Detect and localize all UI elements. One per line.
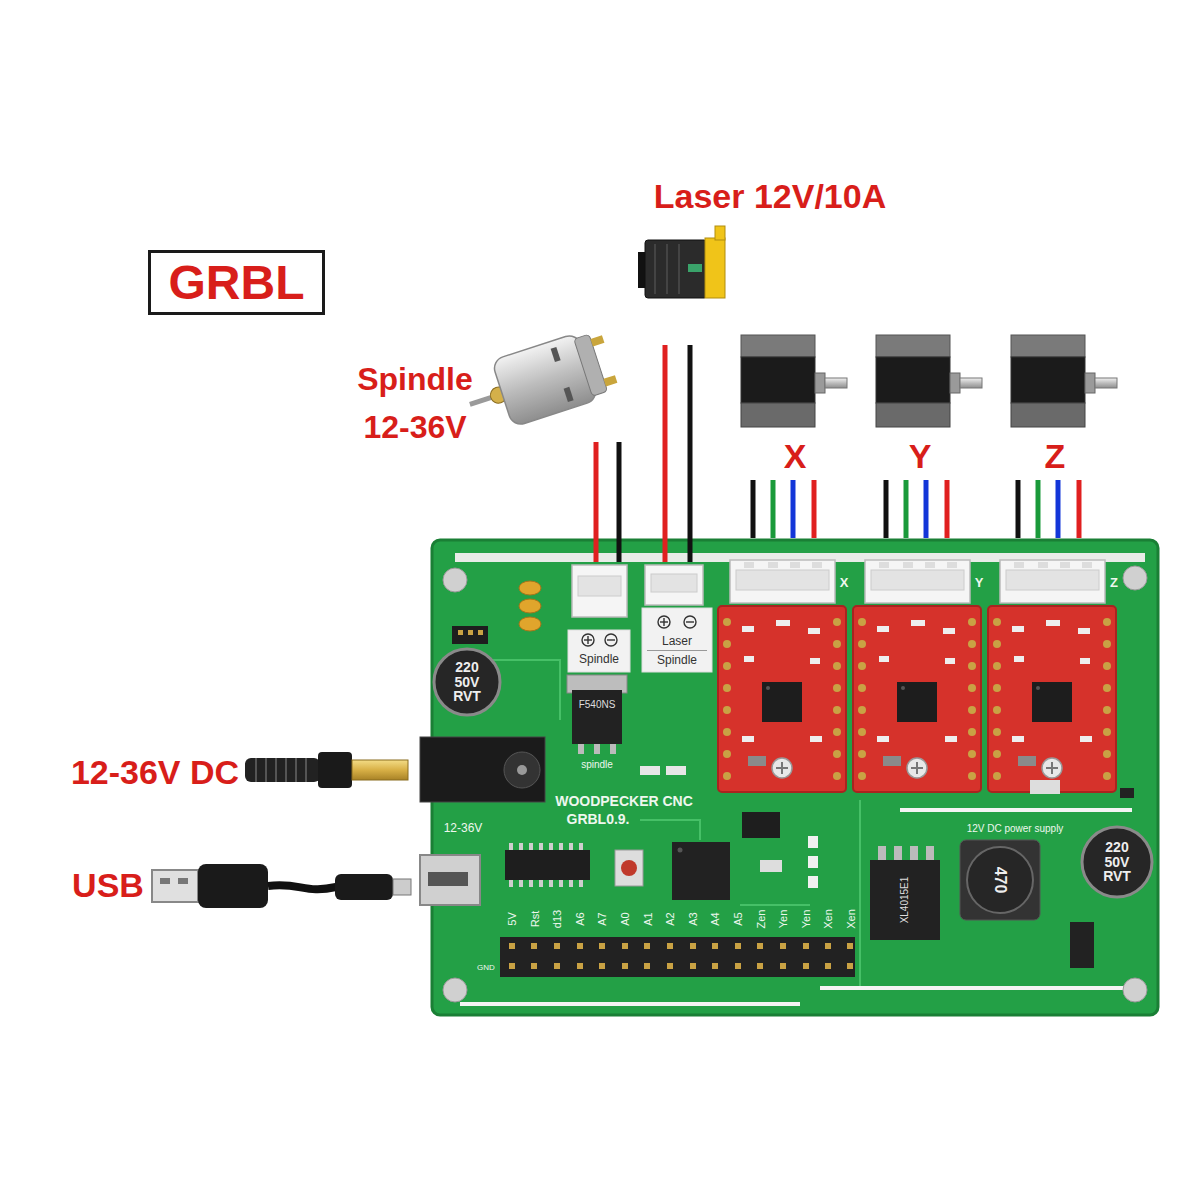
two-pin-connectors bbox=[568, 565, 712, 672]
pin-label: Yen bbox=[777, 910, 790, 929]
capacitor-marking: 220 50V RVT bbox=[1095, 840, 1139, 884]
title-text: GRBL bbox=[169, 259, 305, 307]
pin-label: A3 bbox=[686, 912, 699, 925]
dc-dc-converter bbox=[870, 780, 1152, 968]
connector-label: Laser bbox=[662, 635, 692, 649]
mosfet bbox=[567, 675, 686, 775]
inductor-marking: 470 bbox=[991, 867, 1009, 894]
mosfet-marking: F540NS bbox=[579, 699, 616, 711]
pin-label: A2 bbox=[664, 912, 677, 925]
pin-label: A4 bbox=[709, 912, 722, 925]
pin-label: A7 bbox=[596, 912, 609, 925]
pin-label: A6 bbox=[573, 912, 586, 925]
logic-parts bbox=[420, 812, 855, 977]
axis-callout: Z bbox=[1045, 437, 1066, 476]
pin-label: Xen bbox=[845, 909, 858, 929]
board-marking: 12-36V bbox=[444, 822, 483, 836]
connector-axis-mark: X bbox=[840, 576, 849, 591]
pin-label: GND bbox=[477, 963, 495, 972]
firmware-version: GRBL0.9. bbox=[566, 811, 629, 827]
dc-plug bbox=[245, 752, 408, 788]
pin-label: 5V bbox=[506, 912, 519, 925]
wires bbox=[596, 345, 1079, 562]
pin-label: Yen bbox=[799, 910, 812, 929]
usb-callout: USB bbox=[72, 866, 144, 905]
pin-label: A0 bbox=[619, 912, 632, 925]
board-marking: spindle bbox=[581, 759, 613, 771]
power-input-parts bbox=[420, 581, 545, 802]
usb-cable bbox=[152, 864, 411, 908]
connector-axis-mark: Z bbox=[1110, 576, 1118, 591]
laser-module bbox=[638, 226, 725, 298]
pin-label: Zen bbox=[754, 910, 767, 929]
board-title: WOODPECKER CNC bbox=[555, 793, 693, 809]
title-box: GRBL bbox=[148, 250, 325, 315]
axis-callout: Y bbox=[909, 437, 932, 476]
power-callout: 12-36V DC bbox=[70, 745, 240, 799]
pin-label: Rst bbox=[528, 911, 541, 928]
connector-axis-mark: Y bbox=[975, 576, 984, 591]
spindle-callout: Spindle 12-36V bbox=[330, 355, 500, 451]
stepper-drivers bbox=[718, 560, 1116, 792]
pin-label: A1 bbox=[641, 912, 654, 925]
stepper-motors bbox=[741, 335, 1117, 427]
chip-marking: XL4015E1 bbox=[899, 877, 911, 924]
pin-label: Xen bbox=[822, 909, 835, 929]
spindle-motor bbox=[459, 326, 620, 438]
pin-label: d13 bbox=[551, 910, 564, 928]
connector-label: Spindle bbox=[579, 653, 619, 667]
pin-label: A5 bbox=[732, 912, 745, 925]
laser-callout: Laser 12V/10A bbox=[654, 177, 887, 216]
board-marking: 12V DC power supply bbox=[967, 823, 1064, 835]
connector-label: Spindle bbox=[657, 654, 697, 668]
axis-callout: X bbox=[784, 437, 807, 476]
capacitor-marking: 220 50V RVT bbox=[445, 660, 489, 704]
